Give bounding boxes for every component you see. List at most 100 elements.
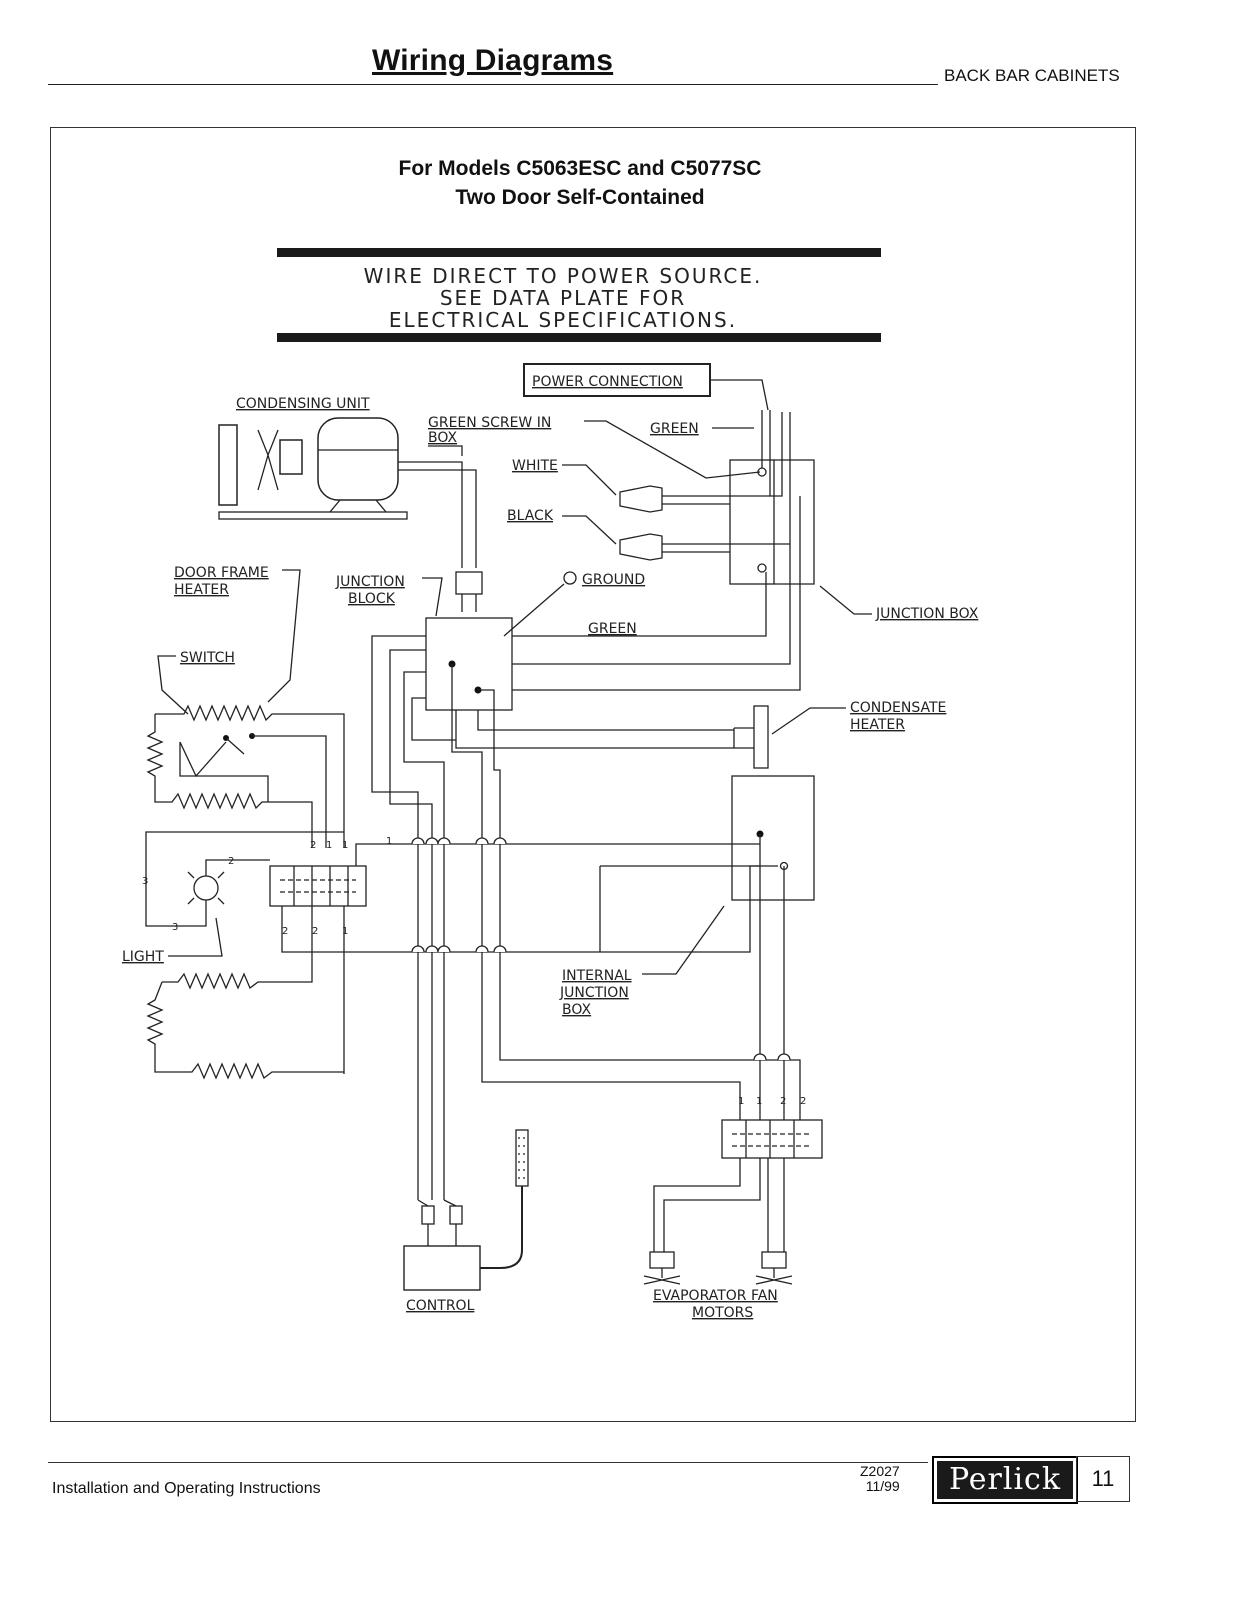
nut-leads — [662, 495, 790, 553]
condensate-heater-leads — [733, 727, 754, 749]
label-internal: INTERNAL — [562, 968, 632, 984]
bundle-wire-1 — [371, 635, 426, 1200]
light-leader — [168, 917, 223, 957]
light-rays — [187, 871, 225, 905]
num-top-a: 2 — [310, 840, 316, 851]
label-white: WHITE — [512, 458, 558, 474]
green-screw-bottom — [757, 563, 767, 573]
notice-line2: SEE DATA PLATE FOR — [440, 286, 686, 310]
white-leader — [562, 464, 617, 496]
bundle-wire-3 — [403, 671, 445, 1200]
label-door-frame: DOOR FRAME — [174, 565, 269, 581]
condensing-unit — [218, 417, 408, 520]
light-leads — [145, 831, 344, 927]
plug-pins — [461, 594, 477, 612]
footer-rule — [48, 1462, 928, 1463]
control-box — [403, 1245, 481, 1291]
num-side-1: 1 — [386, 836, 392, 847]
page-number: 11 — [1076, 1456, 1130, 1502]
diagram-frame — [50, 127, 1136, 1422]
ground-symbol — [563, 571, 577, 585]
footer-code-date: 11/99 — [865, 1478, 900, 1494]
label-junction-box: JUNCTION BOX — [875, 606, 979, 622]
control-connector-2 — [449, 1205, 463, 1225]
label-control: CONTROL — [406, 1298, 475, 1314]
notice-bar-top — [277, 248, 881, 257]
brand-logo-text: Perlick — [937, 1461, 1073, 1499]
num-fan-b: 1 — [756, 1096, 762, 1107]
junction-block-leader — [422, 577, 443, 617]
terminal-block-left-links — [280, 879, 356, 893]
green-run — [512, 572, 767, 637]
bundle-wire-6 — [478, 689, 801, 1120]
label-condensate: CONDENSATE — [850, 700, 946, 716]
section-label: BACK BAR CABINETS — [944, 66, 1120, 85]
internal-leader — [642, 905, 725, 975]
green-screw-leader2 — [428, 445, 463, 456]
junction-block — [425, 617, 513, 711]
model-title-line2: Two Door Self-Contained — [455, 186, 705, 209]
supply-leads — [761, 410, 791, 544]
terminal-block-left-dividers — [293, 866, 349, 906]
model-title-line1: For Models C5063ESC and C5077SC — [398, 157, 762, 180]
door-frame-heater-coil — [146, 704, 294, 810]
label-internal-junction: JUNCTION — [559, 985, 629, 1001]
bus-line-1 — [355, 843, 760, 866]
internal-junction-box — [731, 775, 815, 901]
num-wire-3b: 3 — [172, 922, 178, 933]
bundle-wire-4 — [411, 697, 456, 741]
white-run — [512, 496, 801, 691]
condensate-leader — [771, 707, 846, 735]
wire-nut-white — [619, 485, 663, 513]
footer-doc-title: Installation and Operating Instructions — [52, 1480, 321, 1497]
label-door-frame-heater: HEATER — [174, 582, 229, 598]
compressor-leads — [398, 461, 477, 568]
condensate-feed-1 — [455, 710, 734, 749]
label-junction-block-2: BLOCK — [348, 591, 396, 607]
junction-box-side — [774, 459, 815, 585]
brand-logo: Perlick — [932, 1456, 1078, 1504]
num-wire-3a: 3 — [142, 876, 148, 887]
terminal-block-fan-links — [732, 1133, 812, 1147]
label-green-mid: GREEN — [588, 621, 637, 637]
bundle-wire-2 — [389, 649, 433, 1200]
bus-line-2 — [281, 865, 760, 953]
sensor-ridges — [518, 1137, 526, 1179]
terminal-leads — [311, 906, 345, 1074]
evaporator-fan-motor-2 — [755, 1251, 793, 1285]
condensate-feed-2 — [477, 710, 734, 731]
header-rule — [48, 84, 938, 85]
footer-code: Z2027 11/99 — [860, 1464, 900, 1494]
label-internal-box: BOX — [562, 1002, 591, 1018]
control-leads — [417, 1199, 457, 1246]
label-condensate-heater: HEATER — [850, 717, 905, 733]
junction-box — [729, 459, 775, 585]
notice-line1: WIRE DIRECT TO POWER SOURCE. — [364, 264, 763, 288]
condensate-heater — [753, 705, 769, 769]
label-evaporator-motors: MOTORS — [692, 1305, 753, 1321]
control-connector-1 — [421, 1205, 435, 1225]
model-title: For Models C5063ESC and C5077SC Two Door… — [0, 154, 1160, 212]
label-evaporator: EVAPORATOR FAN — [653, 1288, 778, 1304]
wire-nut-black — [619, 533, 663, 561]
num-bot-a: 2 — [282, 926, 288, 937]
label-green-screw-box: BOX — [428, 430, 457, 446]
notice-bar-bottom — [277, 333, 881, 342]
junction-box-leader — [819, 585, 872, 615]
bundle-wire-5 — [451, 664, 741, 1120]
fan-leads — [653, 1158, 785, 1252]
label-green-screw: GREEN SCREW IN — [428, 415, 551, 431]
light-bulb — [193, 875, 219, 901]
lower-heater-coil — [146, 962, 344, 1080]
evaporator-fan-motor-1 — [643, 1251, 681, 1285]
door-switch — [179, 733, 327, 848]
terminal-block-fan — [721, 1119, 823, 1159]
num-bot-c: 1 — [342, 926, 348, 937]
green-screw-leader — [584, 420, 761, 479]
plug — [455, 571, 483, 595]
label-light: LIGHT — [122, 949, 164, 965]
door-frame-leader — [267, 569, 301, 703]
label-ground: GROUND — [582, 572, 645, 588]
terminal-block-left — [269, 865, 367, 907]
